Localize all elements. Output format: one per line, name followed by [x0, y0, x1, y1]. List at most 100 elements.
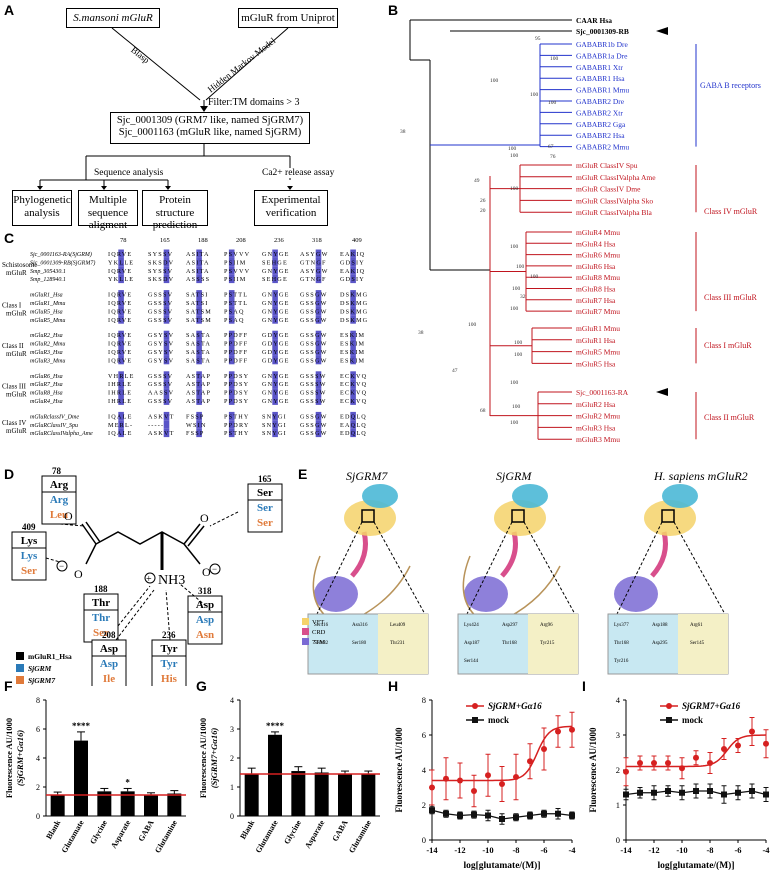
alignment-highlight: [272, 274, 278, 284]
bar: [97, 791, 112, 816]
alignment-highlight: [163, 347, 170, 356]
alignment-cell: ESKIM: [340, 341, 365, 348]
alignment-highlight: [196, 330, 202, 340]
tree-leaf: GABABR2 Dre: [576, 97, 625, 106]
residue-name: Arg: [50, 494, 69, 506]
alignment-highlight: [228, 411, 235, 421]
y-axis-label-2: (SjGRM+Gα16): [15, 730, 25, 786]
alignment-highlight: [228, 249, 235, 258]
alignment-cell: FSSP: [186, 430, 205, 437]
domain-7tm: [464, 576, 508, 612]
legend-swatch: [16, 664, 24, 672]
structure-title: H. sapiens mGluR2: [653, 469, 748, 483]
alignment-highlight: [196, 371, 202, 380]
alignment-cell: SNYGI: [262, 430, 287, 437]
alignment-cell: IQALE: [108, 430, 133, 437]
alignment-cell: ESKIM: [340, 349, 365, 356]
domain-vft: [644, 500, 696, 536]
alignment-cell: GSSSW: [300, 390, 327, 397]
alignment-cell: IHRLE: [108, 381, 132, 388]
charge-minus: [209, 563, 221, 575]
alignment-highlight: [272, 388, 278, 397]
residue-name: Thr: [92, 612, 110, 624]
alignment-highlight: [350, 347, 356, 356]
panel-label-i: I: [582, 678, 586, 694]
panel-label-c: C: [4, 230, 15, 246]
bootstrap-value: 100: [514, 352, 523, 358]
interaction-line: [117, 585, 151, 627]
x-tick-label: -4: [762, 845, 770, 855]
alignment-highlight: [272, 306, 278, 316]
y-tick-label: 2: [36, 783, 40, 792]
y-tick-label: 4: [36, 754, 40, 763]
alignment-highlight: [350, 290, 356, 299]
alignment-seq-name: mGluR7_Hsa: [30, 382, 63, 388]
legend-label: SjGRM7+Gα16: [682, 701, 741, 711]
y-tick-label: 3: [616, 730, 620, 740]
marker-arrow: [656, 27, 668, 35]
alignment-highlight: [315, 266, 322, 275]
data-point: [569, 812, 575, 819]
interaction-line: [45, 557, 61, 563]
data-point: [541, 810, 547, 817]
bootstrap-value: 100: [530, 92, 539, 98]
bar: [338, 773, 352, 816]
alignment-highlight: [163, 249, 170, 258]
alignment-highlight: [350, 379, 356, 389]
alignment-highlight: [350, 315, 356, 324]
alignment-highlight: [163, 330, 170, 340]
alignment-cell: PSTTL: [224, 292, 248, 299]
y-axis-label: Fluorescence AU/1000: [588, 727, 598, 813]
alignment-cell: PSTHY: [224, 430, 250, 437]
zoom-connector: [315, 521, 363, 617]
label-sequence-analysis: Sequence analysis: [94, 168, 164, 178]
residue-label: Thr231: [390, 641, 405, 646]
interaction-line: [209, 511, 239, 527]
data-point: [707, 788, 713, 794]
data-point: [679, 765, 685, 772]
alignment-cell: FSSP: [186, 413, 205, 420]
bar: [361, 773, 376, 816]
alignment-cell: DSKMG: [340, 317, 368, 324]
alignment-cell: GDSIY: [340, 276, 365, 283]
alignment-cell: IQALE: [108, 413, 133, 420]
alignment-seq-name: mGluR1_Mmu: [30, 301, 65, 307]
oxygen-atom: O: [202, 565, 211, 579]
data-point: [555, 728, 561, 735]
alignment-cell: PPDSY: [224, 398, 249, 405]
alignment-cell: DSKMG: [340, 308, 368, 315]
data-point: [721, 746, 727, 752]
alignment-highlight: [350, 411, 356, 421]
alignment-cell: PSTHY: [224, 413, 250, 420]
bootstrap-value: 100: [510, 186, 519, 192]
alignment-highlight: [163, 420, 170, 429]
ligand-bond: [81, 523, 97, 545]
tree-leaf: GABABR2 Gga: [576, 120, 626, 129]
alignment-group-label: Schistosome: [2, 261, 37, 269]
box-alignment: Multiple sequence aligment: [78, 190, 138, 231]
alignment-cell: GNYGE: [262, 300, 290, 307]
x-axis-label: log[glutamate/(M)]: [657, 860, 734, 871]
y-axis-label: Fluorescence AU/1000: [198, 718, 208, 798]
tree-leaf: mGluR ClassIValpha Ame: [576, 173, 656, 182]
alignment-highlight: [315, 420, 322, 429]
x-tick-label: Glycine: [88, 818, 109, 846]
alignment-highlight: [118, 290, 124, 299]
tree-leaf: mGluR2 Hsa: [576, 400, 616, 409]
residue-name: Ile: [103, 673, 115, 685]
alignment-highlight: [228, 420, 235, 429]
alignment-cell: GSSGW: [300, 317, 328, 324]
alignment-cell: SATSM: [186, 317, 212, 324]
alignment-highlight: [315, 330, 322, 340]
alignment-highlight: [118, 411, 124, 421]
residue-box: [151, 639, 187, 686]
alignment-highlight: [350, 396, 356, 405]
alignment-cell: GNYGE: [262, 317, 290, 324]
y-tick-label: 0: [230, 812, 234, 821]
alignment-cell: GTNGF: [300, 259, 327, 266]
zoom-connector: [373, 521, 427, 617]
alignment-cell: IQRVE: [108, 332, 132, 339]
residue-label: Asp295: [652, 641, 668, 646]
data-point: [443, 775, 449, 782]
alignment-cell: ASYGW: [300, 268, 329, 275]
